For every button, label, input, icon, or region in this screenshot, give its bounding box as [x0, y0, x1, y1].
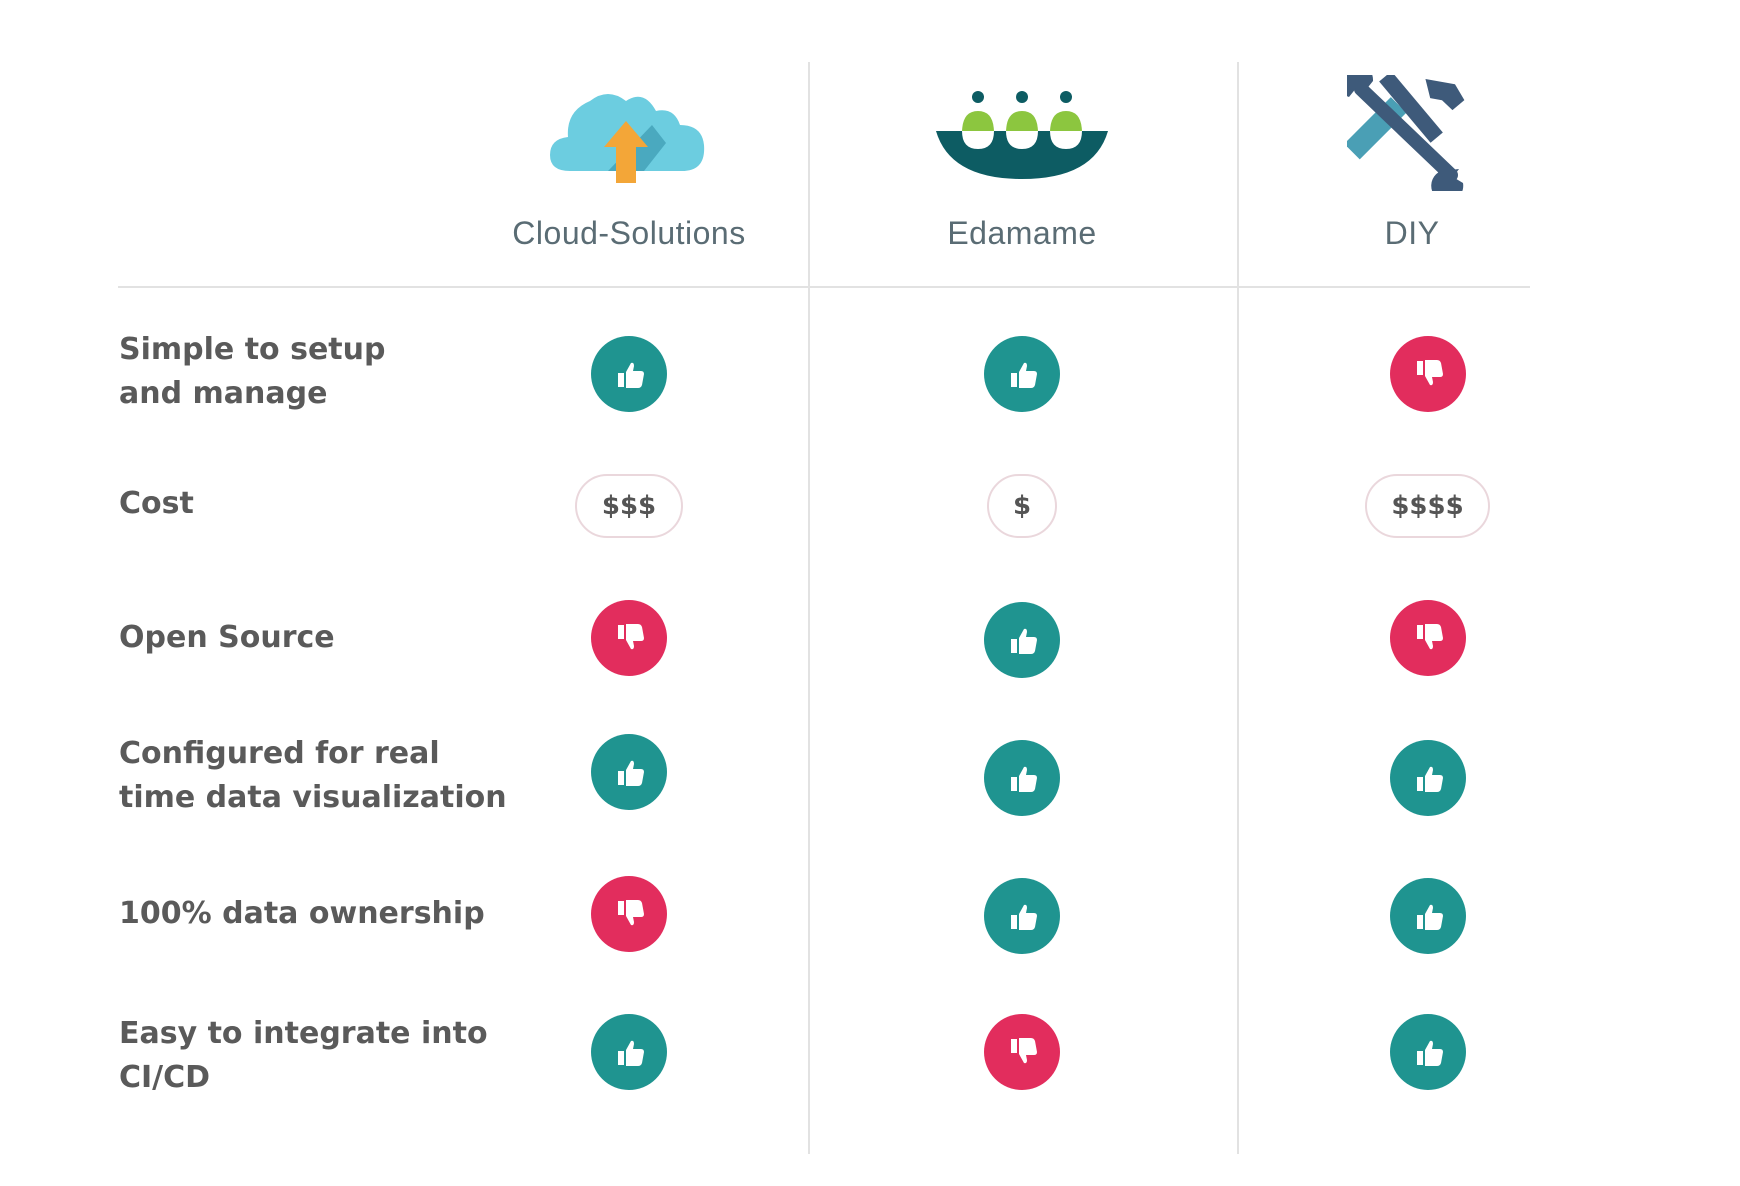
thumbs-up-icon	[1390, 878, 1466, 954]
edamame-logo-icon	[872, 70, 1172, 195]
row-label-ci-cd: Easy to integrate into CI/CD	[119, 1016, 488, 1095]
column-name: Cloud-Solutions	[512, 215, 746, 251]
column-divider-2	[1237, 62, 1239, 1154]
row-label-realtime: Configured for real time data visualizat…	[119, 736, 507, 815]
thumbs-down-icon	[984, 1014, 1060, 1090]
thumbs-down-icon	[591, 876, 667, 952]
column-header-diy: DIY	[1262, 70, 1562, 252]
thumbs-up-icon	[984, 878, 1060, 954]
row-label-setup: Simple to setup and manage	[119, 332, 386, 411]
column-header-edamame: Edamame	[872, 70, 1172, 252]
cost-pill-diy: $$$$	[1365, 474, 1490, 538]
thumbs-up-icon	[591, 734, 667, 810]
thumbs-up-icon	[984, 602, 1060, 678]
cost-pill-edamame: $	[987, 474, 1057, 538]
column-name: Edamame	[947, 215, 1097, 251]
thumbs-up-icon	[1390, 1014, 1466, 1090]
wrench-hammer-icon	[1262, 70, 1562, 195]
thumbs-down-icon	[1390, 336, 1466, 412]
thumbs-down-icon	[1390, 600, 1466, 676]
row-label-open-source: Open Source	[119, 620, 335, 655]
column-name: DIY	[1384, 215, 1440, 251]
row-label-data-ownership: 100% data ownership	[119, 896, 485, 931]
cloud-upload-icon	[479, 70, 779, 195]
column-header-cloud: Cloud-Solutions	[479, 70, 779, 252]
thumbs-up-icon	[1390, 740, 1466, 816]
thumbs-up-icon	[984, 740, 1060, 816]
thumbs-up-icon	[984, 336, 1060, 412]
thumbs-up-icon	[591, 1014, 667, 1090]
column-divider-1	[808, 62, 810, 1154]
header-divider	[118, 286, 1530, 288]
thumbs-up-icon	[591, 336, 667, 412]
cost-pill-cloud: $$$	[575, 474, 683, 538]
thumbs-down-icon	[591, 600, 667, 676]
row-label-cost: Cost	[119, 486, 194, 521]
